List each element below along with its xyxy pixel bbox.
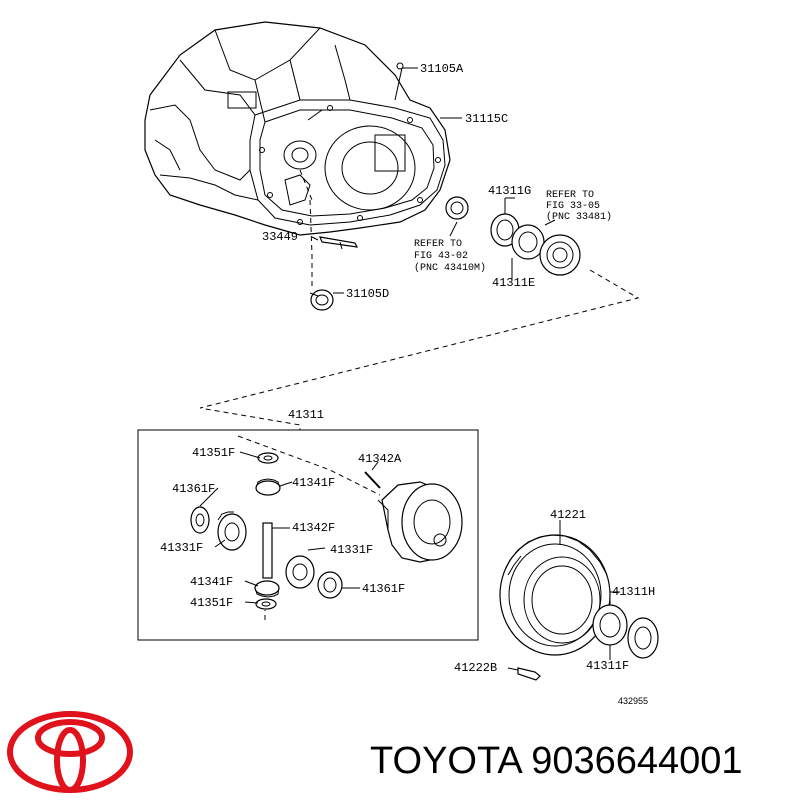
callout-41221: 41221 [550, 508, 586, 522]
callout-41351F-bottom: 41351F [190, 596, 233, 610]
callout-41311G: 41311G [488, 184, 531, 198]
ring-gear-41221 [499, 520, 611, 656]
refer-note-33-line1: REFER TO [546, 190, 594, 201]
refer-note-33-line3: (PNC 33481) [546, 211, 612, 223]
brand-part-number: TOYOTA 9036644001 [370, 740, 743, 783]
bearing-stack-lower [592, 591, 659, 660]
callout-31105A: 31105A [420, 62, 464, 76]
callout-41311F: 41311F [586, 659, 629, 673]
callout-41222B: 41222B [454, 661, 497, 675]
refer-note-43-line3: (PNC 43410M) [414, 262, 486, 274]
part-number: 9036644001 [531, 740, 743, 782]
callout-41331F-right: 41331F [330, 543, 373, 557]
toyota-logo [7, 711, 133, 793]
bolt-41222B [507, 667, 541, 681]
brand-name: TOYOTA [370, 740, 521, 782]
part-33449-rod [319, 236, 359, 250]
leader-lines-top [199, 67, 640, 430]
callout-31105D: 31105D [346, 287, 389, 301]
callout-33449: 33449 [262, 230, 298, 244]
bearing-stack-upper [490, 213, 581, 276]
refer-note-33-line2: FIG 33-05 [546, 201, 600, 212]
callout-41341F-top: 41341F [292, 476, 335, 490]
callout-41311: 41311 [288, 408, 324, 422]
oil-seal-43410M [445, 196, 469, 220]
callout-41331F-left: 41331F [160, 541, 203, 555]
callout-41361F-left: 41361F [172, 482, 215, 496]
callout-41342A: 41342A [358, 452, 402, 466]
callout-41361F-right: 41361F [362, 582, 405, 596]
differential-parts [190, 452, 463, 610]
refer-note-43-line1: REFER TO [414, 239, 462, 250]
leader-lines-diff [199, 435, 381, 620]
callout-31115C: 31115C [465, 112, 508, 126]
figure-number: 432955 [618, 696, 648, 706]
part-31105D-seal [310, 289, 334, 311]
transaxle-housing [144, 21, 451, 236]
callout-41341F-bottom: 41341F [190, 575, 233, 589]
callout-41311H: 41311H [612, 585, 655, 599]
differential-assembly-box [137, 429, 479, 641]
refer-note-43-line2: FIG 43-02 [414, 251, 468, 262]
callout-41311E: 41311E [492, 276, 535, 290]
callout-41351F-top: 41351F [192, 446, 235, 460]
callout-41342F: 41342F [292, 521, 335, 535]
